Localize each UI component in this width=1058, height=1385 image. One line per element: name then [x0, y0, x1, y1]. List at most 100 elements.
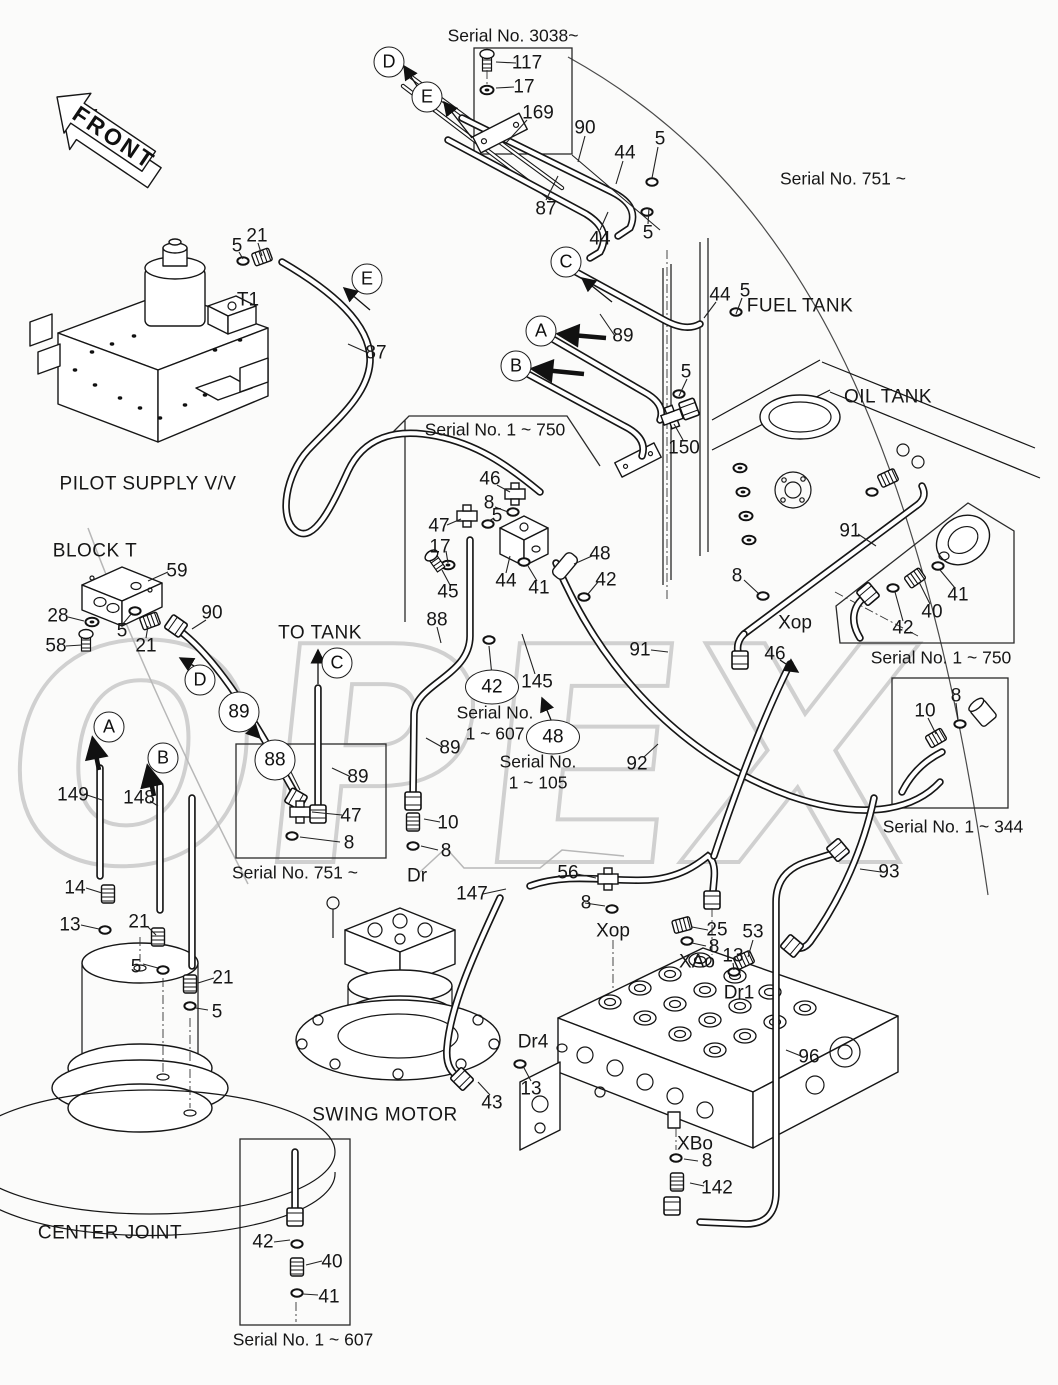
part-label-147: 147 [456, 883, 488, 905]
part-label-25: 25 [706, 919, 728, 941]
part-label-46-center: 46 [479, 468, 501, 490]
serial-note-1-344: Serial No. 1 ~ 344 [882, 816, 1024, 837]
part-label-47-center: 47 [428, 515, 450, 537]
part-label-87-hose: 87 [365, 342, 387, 364]
part-label-46-right: 46 [764, 643, 786, 665]
part-label-87-top: 87 [535, 198, 557, 220]
pilot-supply-valve-drawing [29, 238, 269, 443]
part-label-93: 93 [878, 861, 900, 883]
port-label-xop-right: Xop [778, 612, 812, 634]
part-label-5-top1: 5 [654, 128, 666, 150]
fuel-oil-tank-drawing [614, 238, 1041, 637]
part-label-13-dr1: 13 [722, 945, 744, 967]
part-label-89-c: 89 [612, 325, 634, 347]
serial-note-105-line1: Serial No. [499, 751, 577, 772]
pilot-supply-label: PILOT SUPPLY V/V [59, 473, 237, 495]
port-label-dr: Dr [406, 865, 428, 887]
part-label-142: 142 [701, 1177, 733, 1199]
part-label-21-blockt: 21 [135, 635, 157, 657]
port-label-xao: XAo [679, 951, 715, 973]
part-label-21-cj1: 21 [128, 911, 150, 933]
part-label-89-mid1: 89 [439, 737, 461, 759]
block-t-drawing [81, 566, 163, 627]
part-label-8-344: 8 [950, 685, 962, 707]
serial-note-751-top: Serial No. 751 ~ [780, 168, 906, 189]
part-label-8-dr: 8 [440, 840, 452, 862]
part-label-5-pilot: 5 [231, 235, 243, 257]
serial-note-1-750-right: Serial No. 1 ~ 750 [870, 647, 1012, 668]
oil-tank-label: OIL TANK [843, 386, 933, 408]
to-tank-label: TO TANK [278, 622, 362, 644]
part-label-48-elbow: 48 [589, 543, 611, 565]
part-label-117: 117 [511, 52, 543, 74]
block-t-label: BLOCK T [52, 540, 138, 562]
part-label-40-bottom: 40 [321, 1251, 343, 1273]
serial-note-751-mid: Serial No. 751 ~ [232, 862, 358, 883]
part-label-28: 28 [47, 605, 69, 627]
part-label-58: 58 [45, 635, 67, 657]
part-label-21-cj2: 21 [212, 967, 234, 989]
part-oval-42: 42 [465, 669, 519, 705]
serial-note-boxes [235, 47, 1015, 1326]
part-label-90-top: 90 [574, 117, 596, 139]
port-label-dr4: Dr4 [517, 1031, 549, 1053]
view-circle-b-center: B [500, 350, 532, 382]
part-label-89-mid2: 89 [347, 766, 369, 788]
main-control-valve-drawing [519, 947, 899, 1151]
swing-motor-label: SWING MOTOR [312, 1104, 458, 1126]
part-label-44-top2: 44 [589, 228, 611, 250]
part-label-56: 56 [557, 862, 579, 884]
part-label-59: 59 [166, 560, 188, 582]
part-label-53: 53 [742, 921, 764, 943]
view-circle-a-left: A [93, 711, 125, 743]
part-circle-88: 88 [254, 739, 296, 781]
part-label-44-valve: 44 [495, 570, 517, 592]
part-label-41-right: 41 [947, 584, 969, 606]
part-label-41-valve: 41 [528, 577, 550, 599]
part-label-8-xao: 8 [708, 936, 720, 958]
part-label-42-right: 42 [892, 617, 914, 639]
part-label-8-center: 8 [483, 492, 495, 514]
part-label-13-cj: 13 [59, 914, 81, 936]
port-label-dr1: Dr1 [723, 982, 755, 1004]
part-oval-48: 48 [526, 719, 580, 755]
front-arrow [56, 92, 162, 189]
part-label-169: 169 [522, 102, 554, 124]
view-circle-b-left: B [147, 742, 179, 774]
part-label-8-xop-valve: 8 [580, 892, 592, 914]
part-label-41-bottom: 41 [318, 1286, 340, 1308]
part-label-149: 149 [57, 784, 89, 806]
part-label-91-right: 91 [839, 520, 861, 542]
part-label-96: 96 [798, 1046, 820, 1068]
part-label-17-top: 17 [513, 76, 535, 98]
part-label-47-751: 47 [340, 805, 362, 827]
part-label-8-751: 8 [343, 832, 355, 854]
part-label-148: 148 [123, 787, 155, 809]
view-circle-e-pilot: E [351, 263, 383, 295]
part-label-88-center: 88 [426, 609, 448, 631]
center-joint-drawing [0, 942, 336, 1237]
part-label-17-center: 17 [429, 536, 451, 558]
assembly-center-lines [139, 70, 713, 1322]
part-label-10-dr: 10 [437, 812, 459, 834]
part-label-44-top1: 44 [614, 142, 636, 164]
leader-lines [65, 61, 959, 1296]
part-label-40-right: 40 [921, 601, 943, 623]
serial-note-607-line2: 1 ~ 607 [465, 723, 525, 744]
part-label-13-dr4: 13 [520, 1078, 542, 1100]
part-label-43: 43 [481, 1092, 503, 1114]
part-circle-89: 89 [218, 691, 260, 733]
center-joint-label: CENTER JOINT [37, 1222, 183, 1244]
part-label-14: 14 [64, 877, 86, 899]
part-label-45: 45 [437, 581, 459, 603]
serial-note-1-607-bottom: Serial No. 1 ~ 607 [232, 1329, 374, 1350]
part-label-145: 145 [521, 671, 553, 693]
part-label-5-cj2: 5 [211, 1001, 223, 1023]
part-label-8-xop: 8 [731, 565, 743, 587]
part-label-5-blockt: 5 [116, 620, 128, 642]
view-circle-c-center: C [550, 246, 582, 278]
view-circle-c-tank: C [321, 647, 353, 679]
serial-note-3038: Serial No. 3038~ [447, 25, 579, 46]
